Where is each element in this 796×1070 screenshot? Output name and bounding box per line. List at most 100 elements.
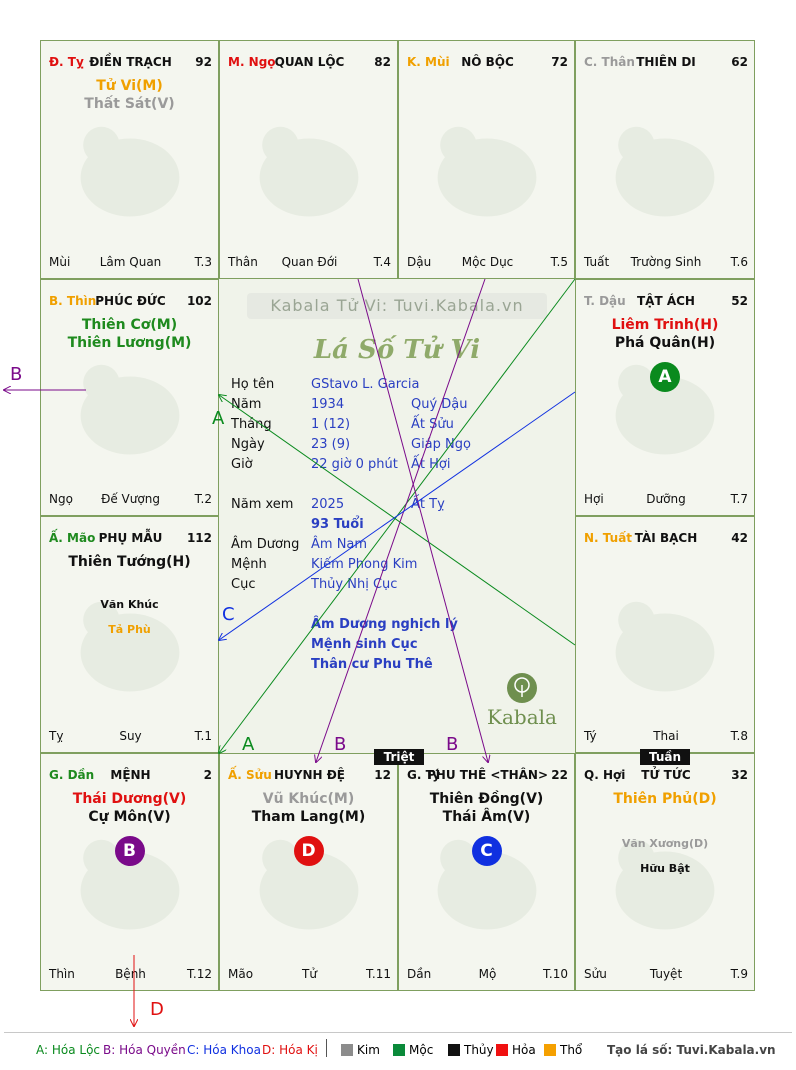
footer-state: Mộc Dục [461,255,514,269]
center-note: Mệnh sinh Cục [311,637,418,652]
footer-state: Lâm Quan [99,255,162,269]
major-star: Thất Sát(V) [84,96,175,112]
footer-age: T.11 [366,967,391,981]
major-star: Liêm Trinh(H) [611,317,719,333]
palace-canchi: K. Mùi [407,55,450,69]
center-note: Âm Dương nghịch lý [311,617,458,632]
element-label: Thổ [560,1043,583,1057]
info-value: Âm Nam [311,537,368,552]
tuan-tag: Tuần [640,749,690,765]
info-canchi: Giáp Ngọ [411,437,471,452]
info-label: Cục [231,577,256,592]
palace-name: QUAN LỘC [274,55,345,69]
info-value: 2025 [311,497,345,512]
footer-chi: Sửu [584,967,607,981]
footer-chi: Dần [407,967,432,981]
legend-site: Tạo lá số: Tuvi.Kabala.vn [607,1043,776,1057]
palace-score: 12 [374,768,391,782]
footer-chi: Thân [228,255,258,269]
element-label: Kim [357,1043,380,1057]
zodiac-animal-icon [600,344,730,474]
legend-element: Thủy [448,1043,494,1057]
palace-score: 102 [186,294,212,308]
footer-age: T.7 [730,492,748,506]
zodiac-animal-icon [600,819,730,949]
palace-canchi: G. Tý [407,768,441,782]
arrow-label-b: B [10,364,22,385]
major-star: Tử Vi(M) [96,78,163,94]
info-label: Giờ [231,457,253,472]
hoa-marker-d: D [293,836,324,866]
palace-name: PHU THÊ <THÂN> [426,768,549,782]
footer-state: Tuyệt [649,967,683,981]
info-canchi: Quý Dậu [411,397,468,412]
footer-chi: Mão [228,967,254,981]
watermark: Kabala Tử Vi: Tuvi.Kabala.vn [247,293,547,319]
palace-canchi: B. Thìn [49,294,97,308]
palace-name: HUYNH ĐỆ [274,768,345,782]
footer-chi: Ngọ [49,492,73,506]
footer-age: T.6 [730,255,748,269]
zodiac-animal-icon [244,106,374,236]
palace-name: PHÚC ĐỨC [95,294,166,308]
minor-star: Văn Xương(D) [621,837,709,850]
legend-hoa-quyen: B: Hóa Quyền [103,1043,186,1057]
zodiac-animal-icon [422,106,552,236]
info-label: Ngày [231,437,265,452]
footer-chi: Tý [584,729,597,743]
palace-score: 52 [731,294,748,308]
major-star: Thiên Tướng(H) [68,554,191,570]
element-label: Mộc [409,1043,434,1057]
palace-name: TỬ TỨC [641,768,691,782]
info-value: 1934 [311,397,345,412]
major-star: Thiên Lương(M) [67,335,192,351]
element-swatch [448,1044,460,1056]
element-label: Hỏa [512,1043,536,1057]
major-star: Vũ Khúc(M) [262,791,355,807]
info-label: Âm Dương [231,537,300,552]
palace-score: 82 [374,55,391,69]
info-value: 23 (9) [311,437,351,452]
info-label: Năm xem [231,497,294,512]
palace-canchi: T. Dậu [584,294,626,308]
footer-age: T.4 [373,255,391,269]
footer-age: T.3 [194,255,212,269]
palace-score: 42 [731,531,748,545]
palace-canchi: Ấ. Sửu [228,768,272,782]
legend-element: Kim [341,1043,380,1057]
footer-state: Dưỡng [646,492,686,506]
footer-state: Thai [653,729,679,743]
info-label: Tháng [231,417,272,432]
legend: A: Hóa Lộc B: Hóa Quyền C: Hóa Khoa D: H… [0,1033,796,1069]
major-star: Phá Quân(H) [614,335,716,351]
hoa-marker-a: A [650,362,680,392]
element-swatch [544,1044,556,1056]
palace-canchi: G. Dần [49,768,95,782]
kabala-logo: Kabala [487,673,557,729]
element-label: Thủy [464,1043,494,1057]
element-swatch [341,1044,353,1056]
arrow-label-d: D [150,999,164,1020]
legend-separator [326,1039,327,1057]
footer-state: Trường Sinh [630,255,702,269]
zodiac-animal-icon [600,106,730,236]
element-swatch [393,1044,405,1056]
info-value: Kiếm Phong Kim [311,557,418,572]
footer-state: Suy [119,729,142,743]
